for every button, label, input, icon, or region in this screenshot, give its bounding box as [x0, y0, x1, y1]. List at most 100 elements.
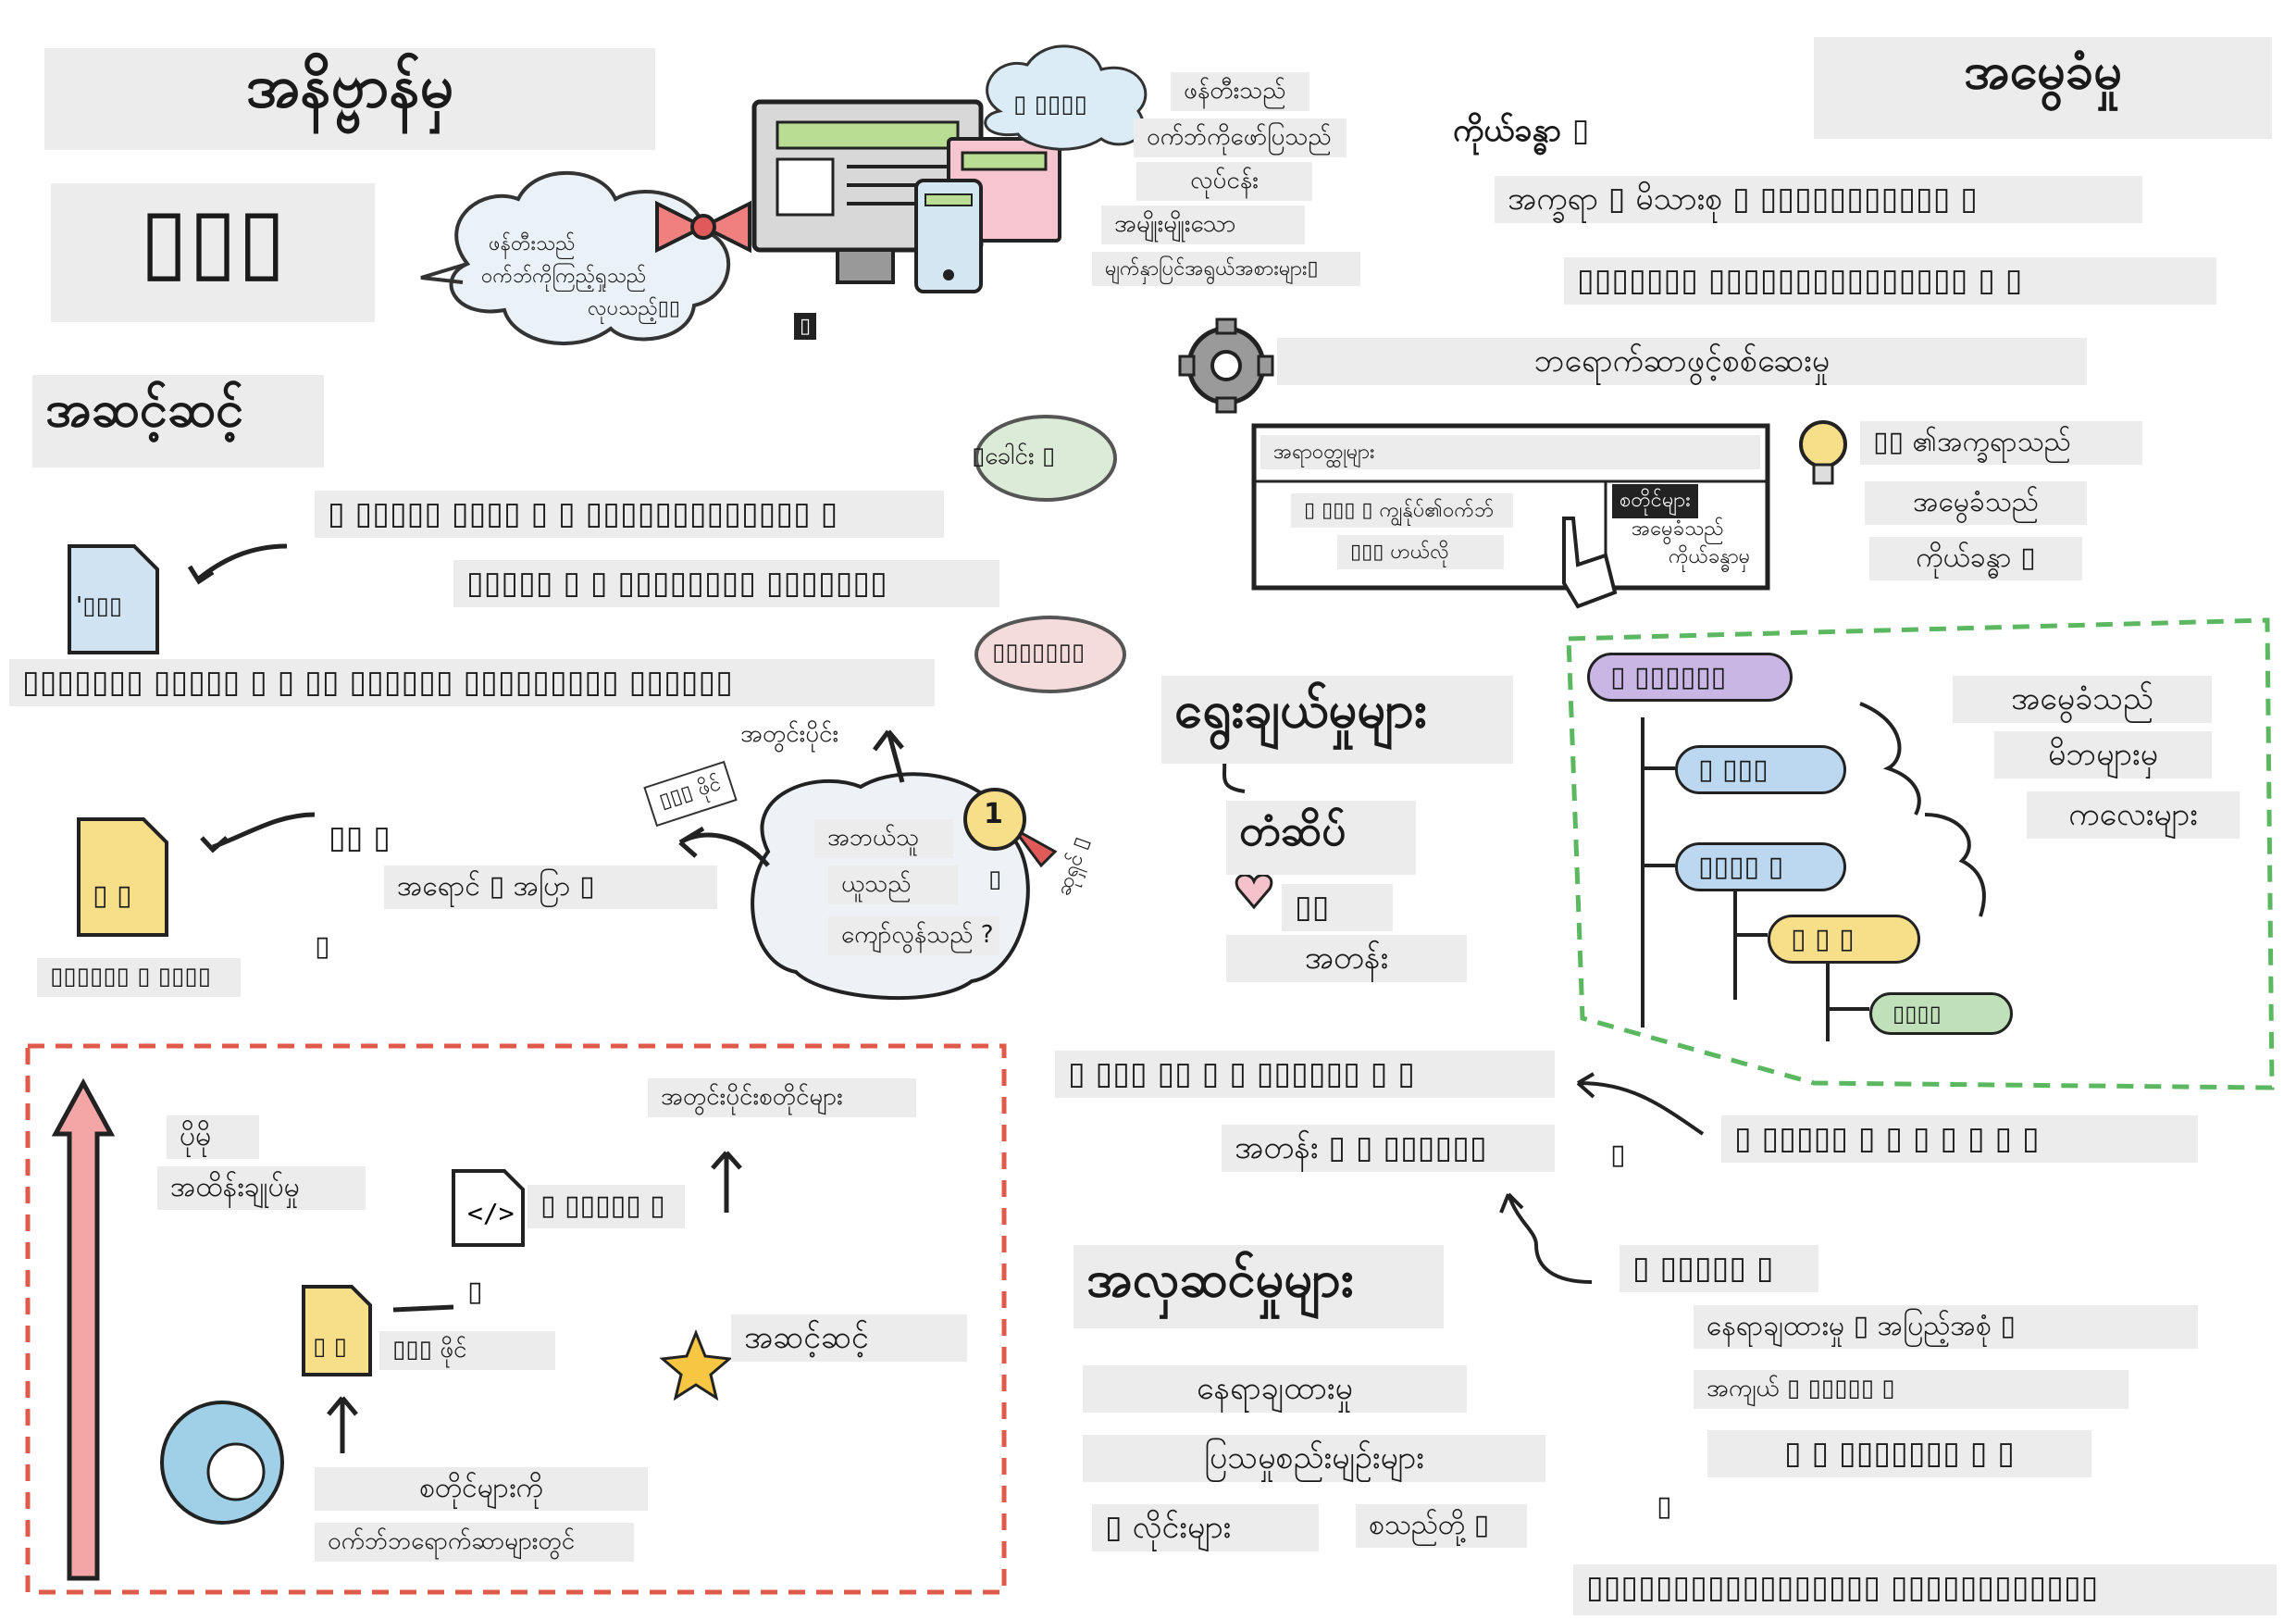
page-title: အနိဗ္ဗာန်မှ — [44, 48, 655, 150]
tag-selector-sub: ▯▯ — [1282, 884, 1393, 932]
device-word-3: လုပ်ငန်း — [1136, 162, 1312, 201]
tree-node-grandchild: ▯ ▯ ▯ — [1768, 915, 1920, 964]
cloud-text-who: အဘယ်သူ — [814, 819, 953, 858]
tag-selector-title: တံဆိပ် — [1226, 801, 1416, 875]
tree-dashed-frame — [1566, 617, 2275, 1090]
mobile-phone-icon — [914, 179, 983, 293]
bow-tie-icon — [655, 200, 751, 254]
browser-styles-label-2: ဝက်ဘ်ဘရောက်ဆာများတွင် — [315, 1523, 634, 1562]
devtools-row-2[interactable]: ▯▯▯ ဟယ်လို — [1337, 535, 1504, 570]
code-file-label: ▯ ▯▯▯▯▯ ▯ — [527, 1185, 685, 1228]
tree-note-2: မိဘများမှ — [1994, 731, 2212, 779]
speech-bubble-text-1: ▯ခေါင်း ▯ — [972, 442, 1056, 470]
tree-node-child-2: ▯▯▯▯ ▯ — [1675, 842, 1846, 891]
bulb-line-3: ကိုယ်ခန္ဓာ ▯ — [1869, 537, 2082, 580]
device-word-5: မျက်နှာပြင်အရွယ်အစားများ▯ — [1092, 252, 1360, 287]
light-bulb-icon — [1799, 420, 1847, 485]
css-file-caption: ▯▯▯ ဖိုင် — [379, 1331, 555, 1370]
devtools-styles-title: စတိုင်များ — [1612, 484, 1698, 518]
cascade-star-label: အဆင့်ဆင့် — [731, 1314, 967, 1363]
css-file-icon — [302, 1285, 372, 1376]
cloud-text-takes: ယူသည် — [828, 866, 958, 904]
medal-number: 1 — [984, 798, 1003, 830]
cloud-word-2: ဝက်ဘ်ကိုကြည့်ရှုသည် — [481, 265, 647, 288]
yellow-file-icon — [77, 817, 168, 937]
bottom-right-line-3: ▯ ▯ ▯▯▯▯▯▯▯ ▯ ▯ — [1707, 1430, 2091, 1478]
gear-icon — [1178, 318, 1274, 414]
curved-arrow-icon — [197, 543, 288, 580]
center-line-1: ▯ ▯▯▯ ▯▯ ▯ ▯ ▯▯▯▯▯▯ ▯ ▯ — [1055, 1051, 1555, 1099]
body-word: ကိုယ်ခန္ဓာ ▯ — [1453, 112, 1590, 149]
left-line-1: ▯ ▯▯▯▯▯ ▯▯▯▯ ▯ ▯ ▯▯▯▯▯▯▯▯▯▯▯▯▯ ▯ — [315, 491, 944, 539]
tree-connectors — [1641, 717, 1869, 1041]
speech-bubble-icon — [974, 415, 1126, 693]
bottom-right-line-1: နေရာချထားမှု ▯ အပြည့်အစုံ ▯ — [1694, 1305, 2198, 1349]
device-word-4: အမျိုးမျိုးသော — [1101, 205, 1305, 244]
cloud-word-1: ဖန်တီးသည် — [489, 232, 576, 255]
medal-label: ▯ — [988, 866, 1002, 893]
bottom-right-mark: ▯ — [1657, 1490, 1672, 1523]
pointer-hand-icon — [1562, 517, 1618, 609]
class-selector-label: အတန်း — [1226, 935, 1467, 983]
star-icon — [659, 1328, 733, 1401]
css-file-label: ▯ ▯ — [313, 1333, 347, 1361]
center-line-2: အတန်း ▯ ▯ ▯▯▯▯▯▯ — [1222, 1125, 1555, 1173]
layout-item-4: စသည်တို့ ▯ — [1356, 1504, 1527, 1548]
specificity-line: ▯ ▯▯▯▯▯ ▯ ▯ ▯ ▯ ▯ ▯ ▯ — [1721, 1115, 2198, 1164]
speech-bubble-text-2: ▯▯▯▯▯▯▯ — [992, 639, 1086, 666]
center-quote: ▯ — [1610, 1139, 1626, 1171]
left-label-a: ▯▯ ▯ — [329, 819, 391, 856]
curved-arrow-icon — [212, 812, 316, 850]
layout-item-3: ▯ လိုင်းများ — [1092, 1504, 1319, 1552]
cascade-more-label: ပိုမို — [167, 1115, 259, 1159]
cascade-mid-mark: ▯ — [467, 1276, 483, 1308]
selectors-heading: ရွေးချယ်မှုများ — [1161, 676, 1513, 764]
browser-logo-icon — [160, 1401, 284, 1525]
tree-node-child-1: ▯ ▯▯▯ — [1675, 745, 1846, 794]
bottom-right-footer: ▯▯▯▯▯▯▯▯▯▯▯▯▯▯▯▯▯ ▯▯▯▯▯▯▯▯▯▯▯▯ — [1573, 1564, 2277, 1615]
left-line-2: ▯▯▯▯▯ ▯ ▯ ▯▯▯▯▯▯▯▯ ▯▯▯▯▯▯▯ — [453, 560, 999, 608]
tree-node-leaf: ▯▯▯▯ — [1869, 992, 2013, 1035]
bulb-line-2: အမွေခံသည် — [1865, 481, 2087, 525]
cascade-heading: အဆင့်ဆင့် — [32, 375, 324, 467]
code-chip: ▯ — [794, 313, 817, 340]
medal-icon — [963, 788, 1058, 868]
cascade-control-label: အထိန်းချုပ်မှု — [157, 1166, 366, 1210]
device-word-2: ဝက်ဘ်ကိုဖော်ပြသည် — [1134, 118, 1347, 157]
blue-file-icon — [68, 544, 159, 654]
cloud-text-overrides: ကျော်လွန်သည် ? — [828, 916, 999, 955]
layout-item-1: နေရာချထားမှု — [1083, 1365, 1467, 1414]
browser-styles-label: စတိုင်များကို — [315, 1467, 648, 1511]
devtools-title: ဘရောက်ဆာဖွင့်စစ်ဆေးမှု — [1277, 338, 2087, 386]
tall-up-arrow-icon — [51, 1077, 116, 1581]
desktop-monitor-icon — [751, 99, 984, 284]
code-file-icon: </> — [452, 1169, 525, 1247]
small-cloud-text: ▯ ▯▯▯▯ — [1013, 91, 1087, 118]
layout-item-2: ပြသမှုစည်းမျဉ်းများ — [1083, 1435, 1545, 1483]
tree-node-root: ▯ ▯▯▯▯▯▯ — [1587, 653, 1793, 702]
devtools-row-1[interactable]: ▯ ▯▯▯ ▯ ကျွန်ုပ်၏ဝက်ဘ် — [1291, 493, 1513, 529]
svg-text:</>: </> — [467, 1198, 515, 1228]
inheritance-line-1: အက္ခရာ ▯ မိသားစု ▯ ▯▯▯▯▯▯▯▯▯▯▯ ▯ — [1495, 176, 2142, 224]
devtools-side-1: အမွေခံသည် — [1632, 517, 1724, 541]
tree-note-3: ကလေးများ — [2027, 791, 2240, 840]
bulb-line-1: ▯▯ ၏အက္ခရာသည် — [1860, 421, 2142, 465]
left-label-c: ▯ — [315, 930, 330, 963]
small-cloud-icon — [984, 44, 1148, 151]
inline-caption: အတွင်းပိုင်း — [740, 720, 839, 748]
inheritance-heading: အမွေခံမှု — [1814, 37, 2272, 139]
page-subtitle: ▯▯▯ — [51, 183, 375, 322]
blue-file-label: '▯▯▯ — [76, 592, 123, 620]
inline-styles-label: အတွင်းပိုင်းစတိုင်များ — [648, 1078, 916, 1117]
devtools-tab-elements[interactable]: အရာဝတ္ထုများ — [1260, 435, 1760, 470]
left-label-b: အရောင် ▯ အပြာ ▯ — [384, 866, 717, 909]
tree-note-1: အမွေခံသည် — [1953, 676, 2212, 724]
yellow-file-label: ▯ ▯ — [93, 879, 132, 912]
layout-heading: အလှဆင်မှုများ — [1074, 1245, 1444, 1328]
cloud-word-3: လုပသည့်▯▯ — [588, 297, 680, 320]
left-line-3: ▯▯▯▯▯▯▯ ▯▯▯▯▯ ▯ ▯ ▯▯ ▯▯▯▯▯▯ ▯▯▯▯▯▯▯▯▯ ▯▯… — [9, 659, 935, 707]
device-word-1: ဖန်တီးသည် — [1171, 72, 1309, 111]
devtools-side-2: ကိုယ်ခန္ဓာမှ — [1669, 545, 1751, 568]
bottom-right-head: ▯ ▯▯▯▯▯ ▯ — [1620, 1245, 1818, 1293]
